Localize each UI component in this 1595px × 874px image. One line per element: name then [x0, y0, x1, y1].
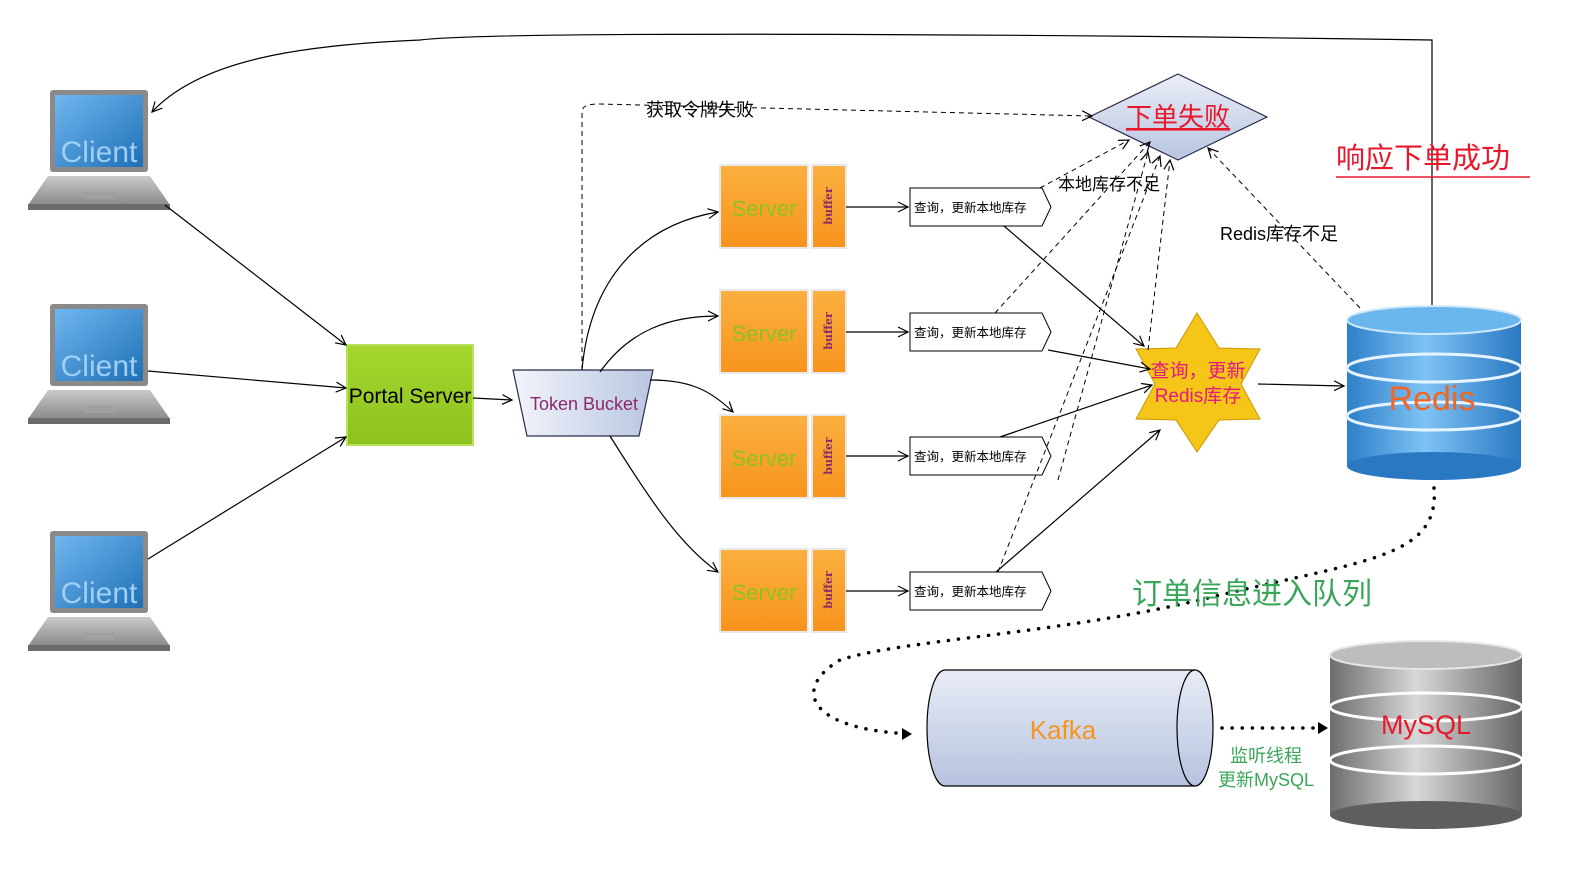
order-fail-label: 下单失败 — [1126, 103, 1230, 133]
server-label: Server — [732, 580, 797, 605]
buffer-label: buffer — [822, 187, 835, 225]
query-label: 查询，更新本地库存 — [914, 325, 1027, 340]
portal-server-box: Portal Server — [346, 344, 474, 446]
redis-update-line2: Redis库存 — [1155, 385, 1242, 407]
client-label: Client — [61, 577, 138, 610]
redis-update-line1: 查询，更新 — [1150, 360, 1245, 382]
query-box-4: 查询，更新本地库存 — [909, 571, 1052, 611]
server-node-3: Server buffer — [719, 414, 847, 499]
server-label: Server — [732, 321, 797, 346]
server-node-2: Server buffer — [719, 289, 847, 374]
token-bucket-label: Token Bucket — [530, 394, 638, 414]
solid-connectors — [147, 33, 1433, 591]
order-fail-diamond: 下单失败 — [1087, 73, 1269, 161]
query-box-3: 查询，更新本地库存 — [909, 436, 1052, 476]
query-label: 查询，更新本地库存 — [914, 584, 1027, 599]
order-success-label: 响应下单成功 — [1336, 141, 1510, 175]
token-bucket-shape: Token Bucket — [512, 369, 654, 437]
client-laptop-2: Client — [28, 304, 170, 424]
listener-line1: 监听线程 — [1230, 746, 1302, 767]
queue-label: 订单信息进入队列 — [1132, 577, 1372, 612]
kafka-label: Kafka — [1030, 715, 1097, 745]
kafka-arrowhead — [902, 728, 912, 740]
client-laptop-1: Client — [28, 90, 170, 210]
dotted-connectors — [812, 486, 1436, 736]
client-label: Client — [61, 136, 138, 169]
mysql-label: MySQL — [1381, 710, 1471, 740]
query-label: 查询，更新本地库存 — [914, 449, 1027, 464]
server-label: Server — [732, 196, 797, 221]
buffer-label: buffer — [822, 571, 835, 609]
mysql-arrowhead — [1318, 722, 1328, 734]
client-label: Client — [61, 350, 138, 383]
server-label: Server — [732, 446, 797, 471]
redis-stock-short-label: Redis库存不足 — [1220, 224, 1338, 244]
mysql-database: MySQL — [1328, 640, 1524, 829]
local-stock-short-label: 本地库存不足 — [1058, 175, 1160, 195]
token-fail-label: 获取令牌失败 — [646, 100, 754, 121]
query-label: 查询，更新本地库存 — [914, 200, 1027, 215]
portal-server-label: Portal Server — [349, 385, 472, 408]
buffer-label: buffer — [822, 437, 835, 475]
server-node-4: Server buffer — [719, 548, 847, 633]
dashed-connectors — [581, 103, 1361, 573]
redis-label: Redis — [1389, 380, 1476, 418]
query-box-2: 查询，更新本地库存 — [909, 312, 1052, 352]
redis-database: Redis — [1345, 305, 1523, 480]
listener-line2: 更新MySQL — [1218, 770, 1314, 790]
buffer-label: buffer — [822, 312, 835, 350]
server-node-1: Server buffer — [719, 164, 847, 249]
redis-update-star: 查询，更新 Redis库存 — [1135, 312, 1261, 453]
client-laptop-3: Client — [28, 531, 170, 651]
kafka-queue: Kafka — [926, 669, 1214, 787]
query-box-1: 查询，更新本地库存 — [909, 187, 1052, 227]
